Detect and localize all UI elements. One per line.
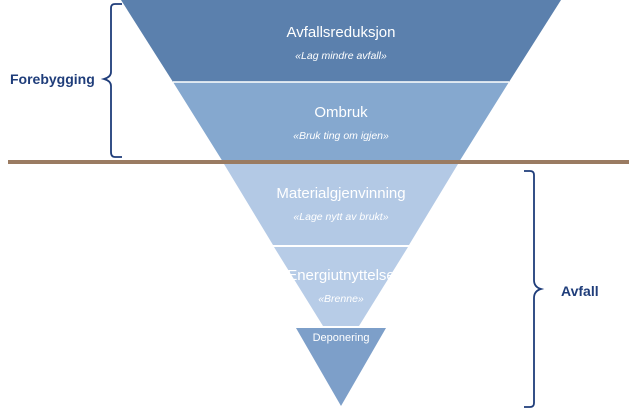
ground-divider xyxy=(8,160,629,164)
label-forebygging: Forebygging xyxy=(10,71,95,87)
tier-avfallsreduksjon xyxy=(121,0,561,82)
label-avfall: Avfall xyxy=(561,283,599,299)
bracket-avfall xyxy=(524,170,545,408)
tier-avfallsreduksjon-subtitle: «Lag mindre avfall» xyxy=(295,50,387,62)
bracket-forebygging xyxy=(100,3,122,158)
tier-ombruk xyxy=(173,82,509,162)
tier-materialgjenvinning-subtitle: «Lage nytt av brukt» xyxy=(293,211,388,223)
tier-materialgjenvinning xyxy=(224,164,458,245)
tier-materialgjenvinning-title: Materialgjenvinning xyxy=(276,185,405,202)
tier-ombruk-subtitle: «Bruk ting om igjen» xyxy=(293,130,389,142)
tier-ombruk-title: Ombruk xyxy=(314,104,368,121)
tier-avfallsreduksjon-title: Avfallsreduksjon xyxy=(287,24,396,41)
tier-energiutnyttelse-title: Energiutnyttelse xyxy=(287,267,395,284)
tier-deponering xyxy=(296,328,386,406)
tier-energiutnyttelse-subtitle: «Brenne» xyxy=(318,293,364,305)
tier-energiutnyttelse xyxy=(274,247,408,326)
tier-deponering-title: Deponering xyxy=(313,332,370,344)
